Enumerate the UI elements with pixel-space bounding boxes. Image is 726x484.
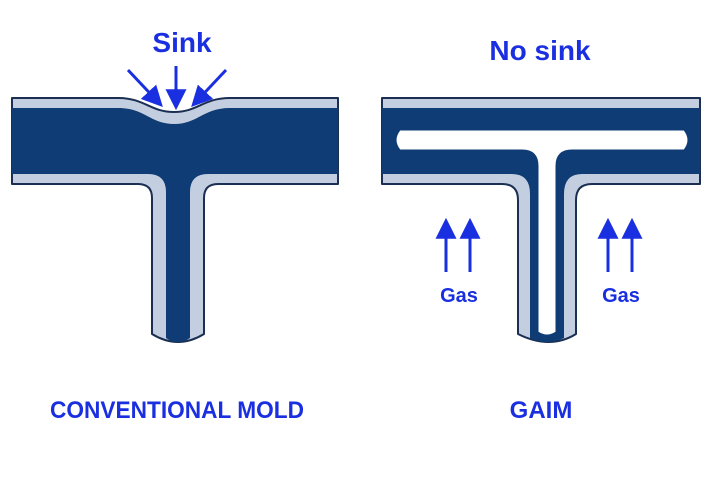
- sink-arrow-left: [126, 68, 163, 108]
- no-sink-label: No sink: [489, 35, 591, 66]
- conventional-mold-part: [11, 97, 339, 343]
- gas-label-left: Gas: [440, 285, 478, 307]
- gaim-title: GAIM: [510, 397, 573, 424]
- sink-label: Sink: [152, 27, 212, 58]
- gaim-part: [381, 97, 701, 343]
- conventional-mold-title: CONVENTIONAL MOLD: [50, 397, 304, 424]
- gas-arrows-right: [597, 217, 643, 272]
- gas-label-right: Gas: [602, 285, 640, 307]
- sink-arrow-right: [191, 68, 228, 108]
- conventional-solid-core: [12, 108, 338, 342]
- sink-arrows: [126, 66, 228, 111]
- gas-arrows-left: [435, 217, 481, 272]
- gaim-gas-channel: [395, 129, 689, 336]
